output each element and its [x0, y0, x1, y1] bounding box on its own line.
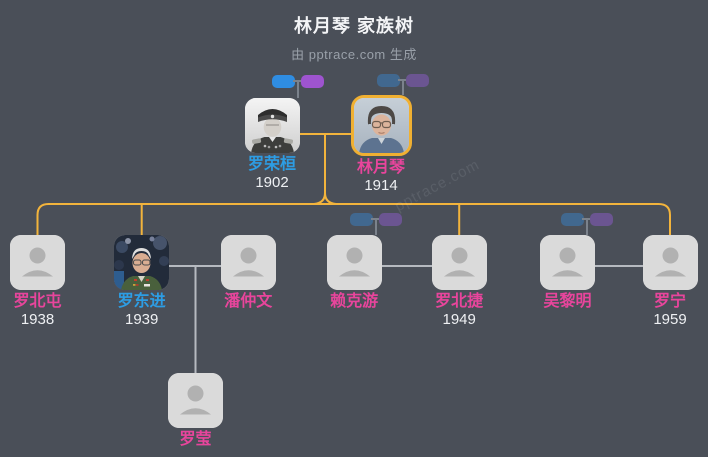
avatar-placeholder — [326, 235, 382, 290]
person-birth-year: 1959 — [653, 310, 687, 328]
photo-lin-yueqin-root-highlight — [350, 95, 412, 156]
person-name: 罗宁 — [653, 293, 686, 310]
person-card-luo-ying[interactable]: 罗莹 — [154, 373, 238, 449]
person-card-lai-keyou[interactable]: 赖克游 — [312, 235, 396, 311]
elderly-woman-portrait — [353, 98, 409, 153]
father-node-icon — [272, 75, 295, 88]
avatar-placeholder — [431, 235, 487, 290]
page-title: 林月琴 家族树 — [293, 16, 414, 36]
photo-luo-ronghuan — [244, 98, 300, 153]
father-node-icon — [350, 213, 373, 226]
avatar-placeholder — [642, 235, 698, 290]
person-card-luo-beitun[interactable]: 罗北屯 1938 — [0, 235, 80, 329]
mother-node-icon — [406, 74, 429, 87]
bloodline-connectors — [36, 133, 671, 236]
header: 林月琴 家族树 由 pptrace.com 生成 — [0, 12, 708, 63]
person-card-luo-ning[interactable]: 罗宁 1959 — [628, 235, 708, 329]
parents-indicator-luo-ronghuan[interactable] — [272, 75, 324, 98]
avatar-placeholder — [540, 235, 595, 290]
person-silhouette-icon — [10, 235, 65, 290]
father-node-icon — [377, 74, 400, 87]
person-birth-year: 1949 — [442, 310, 476, 328]
person-name: 罗东进 — [117, 293, 166, 310]
avatar-placeholder — [168, 373, 223, 428]
person-name: 林月琴 — [356, 159, 405, 176]
descent-line — [402, 80, 404, 95]
person-card-luo-ronghuan[interactable]: 罗荣桓 1902 — [230, 98, 314, 192]
person-name: 潘仲文 — [224, 293, 273, 310]
person-name: 罗荣桓 — [247, 156, 296, 173]
page-subtitle: 由 pptrace.com 生成 — [291, 47, 417, 62]
parents-indicator-lin-yueqin[interactable] — [377, 74, 429, 95]
person-name: 吴黎明 — [543, 293, 592, 310]
person-card-lin-yueqin[interactable]: 林月琴 1914 — [339, 95, 423, 195]
avatar-placeholder — [220, 235, 276, 290]
person-birth-year: 1914 — [364, 176, 398, 194]
person-silhouette-icon — [220, 235, 276, 290]
person-silhouette-icon — [431, 235, 487, 290]
descent-line — [586, 219, 588, 235]
photo-luo-dongjin — [114, 235, 170, 290]
mother-node-icon — [301, 75, 324, 88]
person-card-luo-beijie[interactable]: 罗北捷 1949 — [417, 235, 501, 329]
person-silhouette-icon — [642, 235, 698, 290]
person-silhouette-icon — [540, 235, 595, 290]
parents-indicator-lai-keyou[interactable] — [350, 213, 402, 235]
green-uniform-portrait — [114, 235, 170, 290]
descent-line — [375, 219, 377, 235]
person-birth-year: 1938 — [20, 310, 55, 328]
father-node-icon — [561, 213, 584, 226]
person-name: 罗北屯 — [13, 293, 62, 310]
person-card-luo-dongjin[interactable]: 罗东进 1939 — [100, 235, 184, 329]
mother-node-icon — [379, 213, 402, 226]
person-birth-year: 1939 — [125, 310, 159, 328]
parents-indicator-wu-liming[interactable] — [561, 213, 613, 235]
person-name: 罗莹 — [179, 431, 212, 448]
mother-node-icon — [590, 213, 613, 226]
person-silhouette-icon — [168, 373, 223, 428]
person-name: 赖克游 — [330, 293, 379, 310]
person-birth-year: 1902 — [255, 173, 289, 191]
person-name: 罗北捷 — [435, 293, 484, 310]
spouse-connectors — [168, 265, 644, 375]
bw-marshal-portrait — [244, 98, 300, 153]
person-card-wu-liming[interactable]: 吴黎明 — [526, 235, 610, 311]
avatar-placeholder — [10, 235, 65, 290]
person-silhouette-icon — [326, 235, 382, 290]
descent-line — [297, 81, 299, 98]
person-card-pan-zhongwen[interactable]: 潘仲文 — [206, 235, 290, 311]
